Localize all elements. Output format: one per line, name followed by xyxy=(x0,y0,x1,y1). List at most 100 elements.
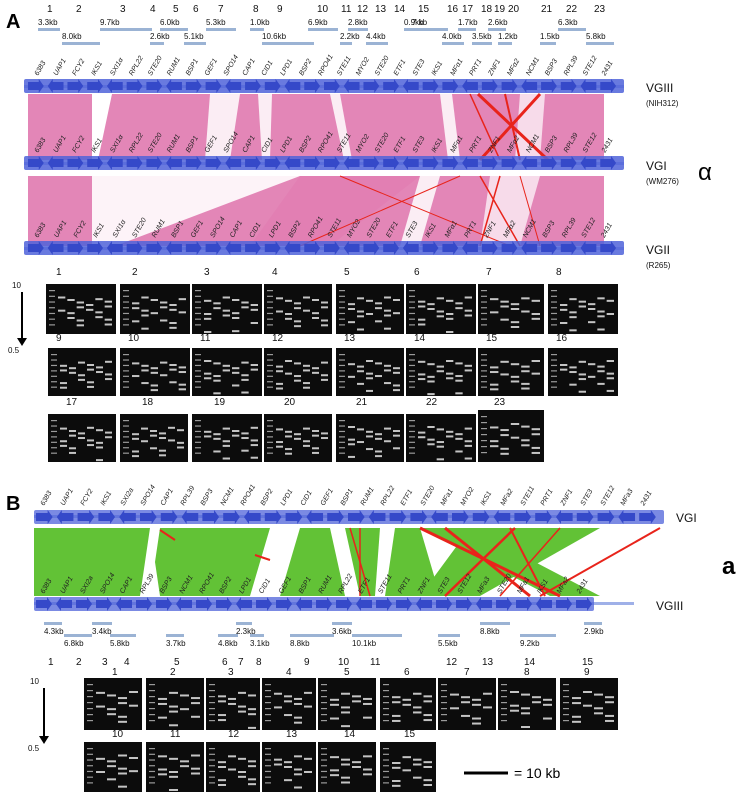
size-bar xyxy=(332,622,352,625)
size-bar xyxy=(250,634,264,637)
segment-number: 15 xyxy=(418,4,430,15)
gene-arrow xyxy=(56,510,74,524)
gene-arrow xyxy=(205,156,222,170)
gene-arrow xyxy=(416,597,432,611)
track-label-b-vgi: VGI xyxy=(676,511,697,525)
gel-label: 3 xyxy=(204,267,210,278)
gene-arrow xyxy=(256,597,272,611)
gene-label: BSP1 xyxy=(185,58,200,77)
gene-label: MYO2 xyxy=(460,486,476,507)
gene-label: IKS1 xyxy=(90,60,104,77)
gene-arrow xyxy=(327,510,344,524)
gene-label: FCY2 xyxy=(71,58,86,77)
gene-arrow xyxy=(481,241,498,255)
gene-arrow xyxy=(442,241,459,255)
segment-number: 21 xyxy=(541,4,553,15)
segment-number: 11 xyxy=(370,657,381,668)
gene-label: LPD1 xyxy=(280,488,295,507)
gel-label: 11 xyxy=(200,333,211,344)
size-bar xyxy=(250,28,264,31)
gel-label: 2 xyxy=(132,267,138,278)
gene-arrow xyxy=(304,79,321,93)
gene-arrow xyxy=(98,510,116,524)
size-label: 4.8kb xyxy=(218,639,238,648)
gel-label: 17 xyxy=(66,397,78,408)
size-label: 8.8kb xyxy=(480,627,500,636)
gene-arrow xyxy=(223,510,240,524)
gel-label: 5 xyxy=(344,267,350,278)
gene-arrow xyxy=(343,156,360,170)
gene-label: CAP1 xyxy=(242,58,257,77)
gene-label: STE11 xyxy=(336,55,353,77)
gene-label: NCM1 xyxy=(525,56,541,77)
gene-arrow xyxy=(402,156,419,170)
size-label: 1.0kb xyxy=(250,18,270,27)
track-label-vgi: VGI xyxy=(646,159,667,173)
segment-number: 13 xyxy=(482,657,494,668)
segment-number: 5 xyxy=(174,657,180,668)
gene-arrow xyxy=(225,241,242,255)
gel-image xyxy=(438,678,496,730)
gene-arrow xyxy=(166,241,182,255)
segment-number: 17 xyxy=(462,4,474,15)
gene-arrow xyxy=(336,597,352,611)
size-bar xyxy=(62,42,100,45)
gene-arrow xyxy=(343,241,360,255)
gene-arrow xyxy=(536,597,552,611)
gene-arrow xyxy=(422,156,439,170)
segment-number: 10 xyxy=(317,4,329,15)
gel-image xyxy=(560,678,618,730)
size-bar xyxy=(458,28,476,31)
gel-image xyxy=(406,284,476,334)
gene-arrow xyxy=(521,79,538,93)
gene-arrow xyxy=(146,156,163,170)
gene-arrow xyxy=(476,597,492,611)
gel-label: 7 xyxy=(486,267,492,278)
gene-arrow xyxy=(205,79,222,93)
size-bar xyxy=(150,42,164,45)
size-label: 6.3kb xyxy=(558,18,578,27)
svg-text:10: 10 xyxy=(12,281,21,290)
svg-text:0.5: 0.5 xyxy=(28,744,40,753)
size-bar xyxy=(540,42,556,45)
gene-label: RPL22 xyxy=(380,485,397,507)
gene-arrow xyxy=(264,79,281,93)
gel-image xyxy=(262,678,316,730)
gene-label: RPO41 xyxy=(240,484,258,507)
size-bar xyxy=(558,28,586,31)
gene-arrow xyxy=(47,156,64,170)
gene-arrow xyxy=(410,510,428,524)
segment-number: 9 xyxy=(304,657,310,668)
gene-arrow xyxy=(296,597,312,611)
gene-arrow xyxy=(501,156,518,170)
size-label: 8.0kb xyxy=(62,32,82,41)
gene-arrow xyxy=(516,597,532,611)
gel-label: 10 xyxy=(112,729,124,740)
gene-arrow xyxy=(202,510,220,524)
gene-label: IKS1 xyxy=(480,490,494,507)
gene-label: SPO14 xyxy=(140,484,157,507)
gene-arrow xyxy=(47,241,64,255)
segment-number: 1 xyxy=(47,4,53,15)
gel-image xyxy=(120,284,190,334)
gene-arrow xyxy=(28,156,44,170)
gene-arrow xyxy=(156,597,172,611)
gene-arrow xyxy=(496,597,512,611)
gene-arrow xyxy=(389,510,407,524)
gene-arrow xyxy=(356,597,372,611)
gene-label: STE12 xyxy=(600,485,617,507)
size-bar xyxy=(584,622,602,625)
size-bar xyxy=(110,634,136,637)
gene-label: SXI1α xyxy=(109,56,125,77)
gene-arrow xyxy=(462,156,478,170)
gel-label: 13 xyxy=(286,729,298,740)
gene-arrow xyxy=(541,156,557,170)
gene-arrow xyxy=(185,156,202,170)
track-label-b-vgiii: VGIII xyxy=(656,599,683,613)
gene-arrow xyxy=(284,79,301,93)
size-bar xyxy=(64,634,92,637)
gene-arrow xyxy=(245,241,261,255)
size-label: 7 kb xyxy=(412,18,428,27)
gene-label: RPL39 xyxy=(180,485,197,507)
gene-arrow xyxy=(422,79,439,93)
